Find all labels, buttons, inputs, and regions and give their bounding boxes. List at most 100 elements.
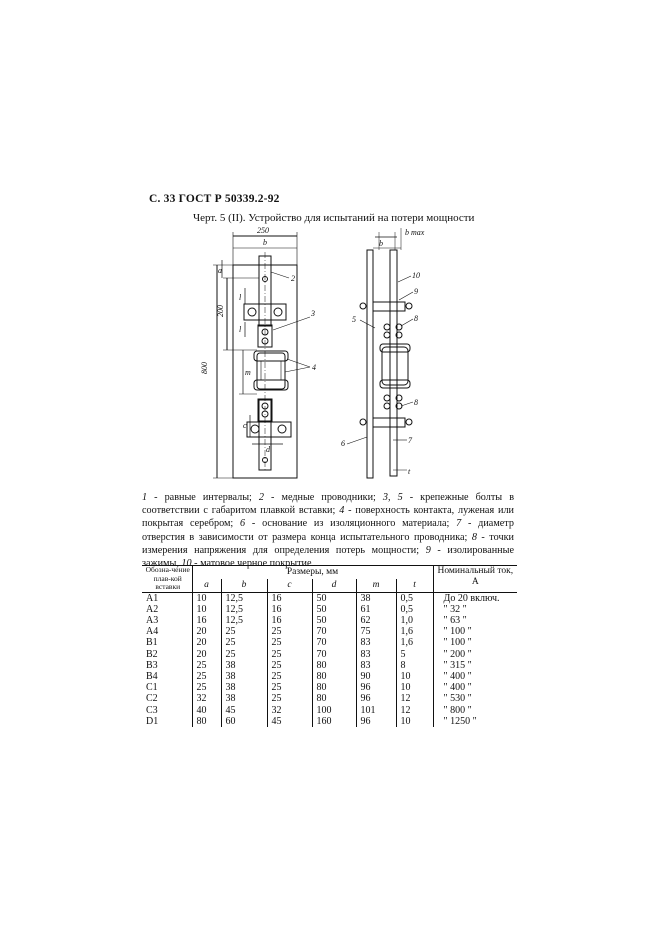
- legend-text: - изолированные зажимы,: [142, 544, 514, 570]
- table-cell: 45: [266, 715, 312, 727]
- sizes-header: Размеры, мм: [191, 565, 434, 579]
- table-cell: 101: [355, 704, 396, 716]
- table-cell: 38: [220, 659, 267, 671]
- table-cell: 32: [191, 693, 221, 705]
- label-5: 5: [352, 315, 356, 324]
- table-cell: 25: [191, 659, 221, 671]
- test-device-drawing: 250 800 200 a b l l m c d 2 3 4 b max b …: [200, 226, 425, 479]
- table-cell: 38: [355, 592, 396, 604]
- table-cell: " 400 ": [432, 682, 518, 694]
- column-header-a: a: [191, 578, 221, 592]
- label-2: 2: [291, 274, 295, 283]
- row-designation: B3: [146, 659, 158, 671]
- side-conductor: [389, 249, 398, 477]
- label-9: 9: [414, 287, 418, 296]
- table-cell: 61: [355, 603, 396, 615]
- label-c: c: [243, 421, 247, 430]
- table-cell: 96: [355, 682, 396, 694]
- table-cell: 25: [191, 670, 221, 683]
- table-cell: 10: [191, 603, 221, 615]
- row-designation: B4: [146, 670, 158, 682]
- label-6: 6: [341, 439, 345, 448]
- legend-text: - основание из изоляционного материала;: [245, 518, 457, 530]
- table-cell: 16: [266, 592, 312, 604]
- table-cell: 16: [266, 603, 312, 615]
- row-designation: A2: [146, 603, 159, 615]
- table-cell: 90: [355, 670, 396, 683]
- table-cell: 40: [191, 704, 221, 716]
- table-cell: 75: [355, 626, 396, 638]
- table-cell: 25: [266, 659, 312, 671]
- label-bmax: b max: [405, 228, 425, 237]
- column-header-d: d: [311, 578, 356, 592]
- label-d: d: [266, 445, 271, 454]
- label-8a: 8: [414, 314, 418, 323]
- table-cell: 25: [266, 637, 312, 649]
- table-cell: 1,0: [395, 614, 434, 627]
- table-cell: 20: [191, 648, 221, 660]
- table-cell: 16: [266, 614, 312, 627]
- table-cell: 80: [191, 715, 221, 727]
- legend-number: 8: [471, 531, 477, 543]
- table-cell: 0,5: [395, 603, 434, 615]
- legend-number: 7: [456, 518, 462, 530]
- column-header-c: c: [266, 578, 312, 592]
- label-b: b: [263, 238, 267, 247]
- label-10: 10: [412, 271, 420, 280]
- table-cell: 12,5: [220, 614, 267, 627]
- table-cell: 38: [220, 670, 267, 683]
- table-cell: 25: [266, 648, 312, 660]
- table-cell: 38: [220, 682, 267, 694]
- label-t: t: [408, 467, 411, 476]
- table-cell: " 530 ": [432, 693, 518, 705]
- table-cell: 0,5: [395, 592, 434, 604]
- table-cell: 80: [311, 682, 356, 694]
- legend-text: - поверхность контакта, луженая или покр…: [142, 505, 514, 530]
- row-designation: A1: [146, 592, 159, 604]
- row-designation: B2: [146, 648, 158, 660]
- legend-text: - матовое черное покрытие: [191, 558, 312, 570]
- table-cell: " 400 ": [432, 670, 518, 683]
- table-cell: 83: [355, 648, 396, 660]
- table-cell: 12,5: [220, 603, 267, 615]
- page-header: С. 33 ГОСТ Р 50339.2-92: [149, 193, 280, 205]
- table-cell: 16: [191, 614, 221, 627]
- row-designation: C2: [146, 693, 158, 705]
- table-cell: 25: [191, 682, 221, 694]
- figure-legend: 1 - равные интервалы; 2 - медные проводн…: [142, 491, 514, 570]
- table-cell: 10: [191, 592, 221, 604]
- table-cell: 100: [311, 704, 356, 716]
- table-cell: 25: [266, 693, 312, 705]
- table-cell: 96: [355, 693, 396, 705]
- fuse-link-body: [256, 352, 286, 390]
- legend-number: 3, 5: [382, 492, 403, 503]
- row-designation: C3: [146, 704, 158, 716]
- table-cell: 70: [311, 648, 356, 660]
- label-3: 3: [310, 309, 315, 318]
- table-cell: 12,5: [220, 592, 267, 604]
- label-4: 4: [312, 363, 316, 372]
- column-header-b: b: [220, 578, 267, 592]
- table-cell: 83: [355, 659, 396, 671]
- legend-number: 10: [181, 558, 192, 570]
- label-200: 200: [216, 305, 225, 317]
- table-cell: " 100 ": [432, 626, 518, 638]
- table-cell: 25: [266, 626, 312, 638]
- row-designation: B1: [146, 637, 158, 649]
- table-cell: 80: [311, 693, 356, 705]
- legend-text: - крепежные болты в соответствии с габар…: [142, 492, 514, 517]
- label-b-side: b: [379, 239, 383, 248]
- table-cell: 25: [266, 670, 312, 683]
- table-cell: 32: [266, 704, 312, 716]
- row-designation: A3: [146, 614, 159, 626]
- column-header-m: m: [355, 578, 396, 592]
